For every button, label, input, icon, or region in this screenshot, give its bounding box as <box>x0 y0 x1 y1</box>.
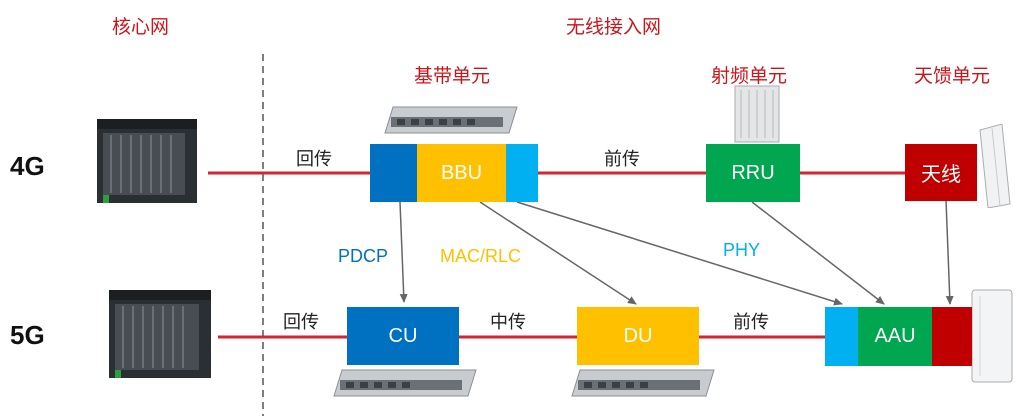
antenna-panel-image <box>979 124 1011 208</box>
rru-unit-image <box>734 85 780 143</box>
antenna-label: 天线 <box>921 164 961 186</box>
split-label-pdcp: PDCP <box>338 246 389 266</box>
unit-label-radio-frequency: 射频单元 <box>711 65 788 87</box>
rru-node: RRU <box>706 144 800 202</box>
link-label-5g-fronthaul: 前传 <box>733 312 769 333</box>
row-label-5g: 5G <box>10 320 45 350</box>
split-label-phy: PHY <box>723 240 761 260</box>
aau-antenna-segment <box>932 307 972 366</box>
cu-node: CU <box>347 307 459 365</box>
aau-label: AAU <box>874 325 916 347</box>
bbu-phy-segment <box>506 144 538 202</box>
link-label-5g-midhaul: 中传 <box>490 312 526 333</box>
du-node: DU <box>577 307 699 365</box>
bbu-pdcp-segment <box>370 144 417 202</box>
rru-label: RRU <box>731 161 775 184</box>
arrow-rru-to-aau <box>751 201 885 305</box>
core-server-4g-image <box>97 119 197 203</box>
cu-label: CU <box>388 324 418 347</box>
header-core-network: 核心网 <box>112 16 170 38</box>
split-label-mac-rlc: MAC/RLC <box>440 246 522 266</box>
bbu-chassis-image <box>384 106 518 134</box>
bbu-node: BBU <box>417 144 506 202</box>
header-radio-access-network: 无线接入网 <box>566 16 662 38</box>
core-server-5g-image <box>109 290 211 378</box>
row-label-4g: 4G <box>10 151 45 181</box>
aau-panel-image <box>971 289 1013 383</box>
du-chassis-image <box>571 369 715 397</box>
du-label: DU <box>623 324 653 347</box>
aau-phy-segment <box>825 307 858 366</box>
link-label-5g-backhaul: 回传 <box>283 312 319 333</box>
unit-label-antenna-feeder: 天馈单元 <box>914 65 991 87</box>
arrow-bbu-to-du <box>479 201 637 305</box>
cu-chassis-image <box>333 369 477 397</box>
arrow-bbu-to-cu <box>399 201 408 303</box>
link-label-4g-backhaul: 回传 <box>296 149 332 170</box>
arrow-antenna-to-aau <box>945 199 954 305</box>
bbu-label: BBU <box>440 161 483 184</box>
antenna-node: 天线 <box>905 144 977 201</box>
aau-node: AAU <box>858 307 932 366</box>
arrow-bbu-to-aau <box>516 201 843 306</box>
link-label-4g-fronthaul: 前传 <box>604 149 640 170</box>
unit-label-baseband: 基带单元 <box>414 65 491 87</box>
